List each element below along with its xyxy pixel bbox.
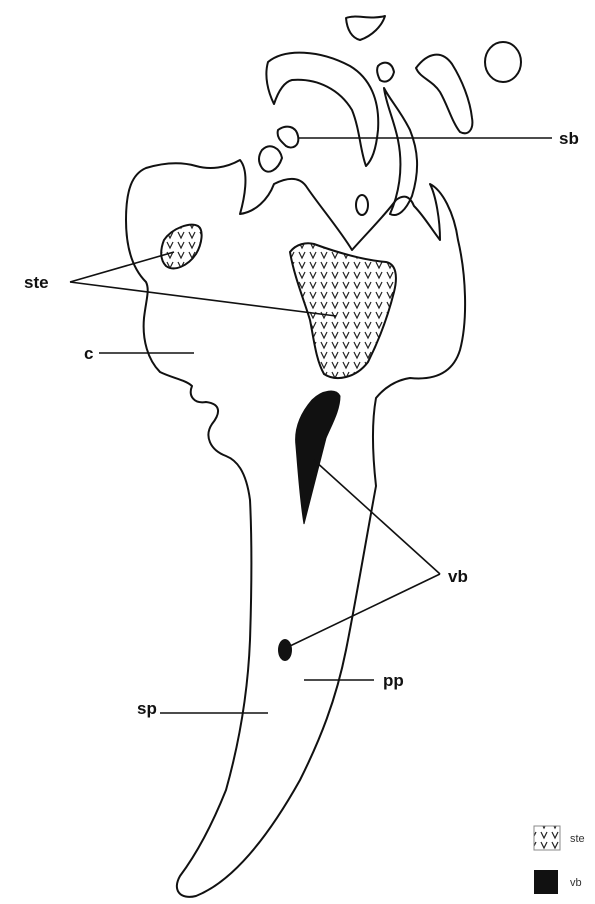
label-pp: pp (383, 671, 404, 690)
ste-leader-line-2 (70, 282, 336, 316)
label-sp: sp (137, 699, 157, 718)
legend-ste-label: ste (570, 833, 585, 845)
elongated-fragment (416, 55, 472, 134)
legend-vb-swatch (534, 870, 558, 894)
label-vb: vb (448, 567, 468, 586)
upper-arc-fragment (266, 53, 378, 166)
ste-region-small (161, 225, 201, 269)
ste-region-large (290, 243, 396, 378)
label-ste: ste (24, 273, 49, 292)
vb-region-lower (278, 639, 292, 661)
vb-leader-line-2 (290, 574, 440, 646)
legend-ste-swatch (534, 826, 560, 850)
small-curved-fragment (377, 63, 394, 82)
ste-leader-line-1 (70, 252, 174, 282)
label-c: c (84, 344, 93, 363)
label-sb: sb (559, 129, 579, 148)
right-curved-fragment (384, 88, 417, 215)
vb-region-upper (296, 391, 340, 524)
small-oval-fragment (356, 195, 368, 215)
crescent-fragment (346, 16, 385, 40)
vb-leader-line-1 (314, 460, 440, 574)
inner-curl-fragment (278, 127, 299, 148)
hook-fragment (259, 146, 282, 171)
legend-vb-label: vb (570, 877, 582, 889)
legend: ste vb (534, 826, 585, 894)
oval-fragment (485, 42, 521, 82)
